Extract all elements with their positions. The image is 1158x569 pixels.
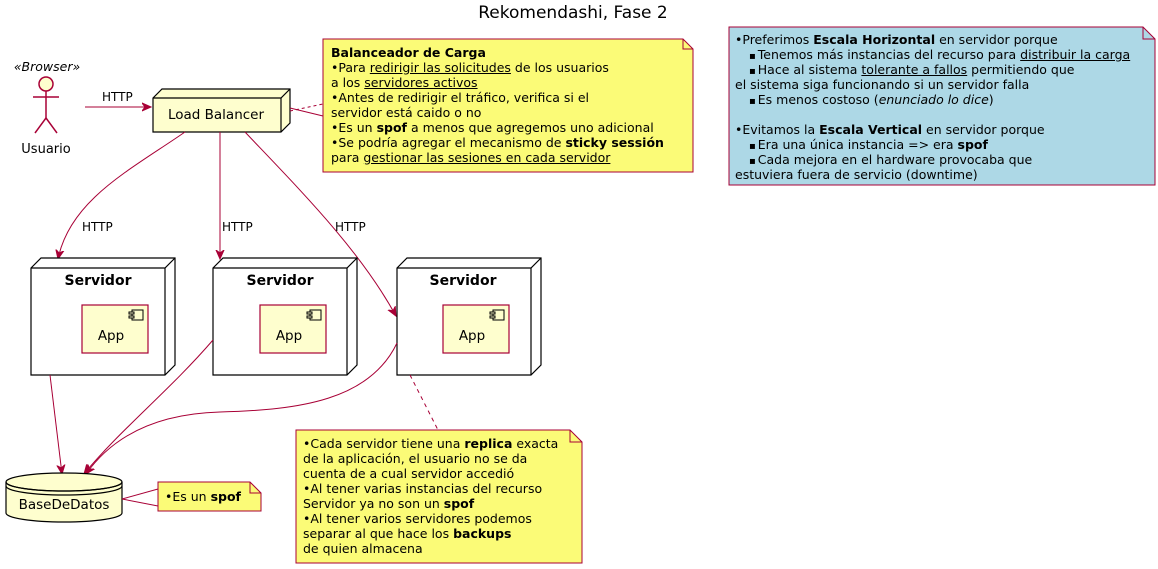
note-text: Es un (172, 489, 211, 504)
diagram-title: Rekomendashi, Fase 2 (478, 3, 667, 23)
note-replica: •Cada servidor tiene una replica exacta … (303, 436, 559, 556)
note-text: cuenta de a cual servidor accedió (303, 466, 515, 481)
note-text: para (331, 150, 364, 165)
note-scaling: •Preferimos Escala Horizontal en servido… (735, 32, 1130, 182)
note-connector-replica (409, 374, 439, 431)
load-balancer-label: Load Balancer (168, 107, 265, 123)
server-label-3: Servidor (430, 273, 497, 289)
note-text: Antes de redirigir el tráfico, verifica … (338, 90, 589, 105)
component-icon (489, 309, 505, 321)
edge-lb-server3 (244, 131, 396, 316)
actor-usuario: «Browser» Usuario (14, 59, 80, 157)
note-text: en servidor porque (935, 32, 1058, 47)
note-connector-lb (289, 103, 324, 112)
note-text: gestionar las sesiones en cada servidor (363, 150, 611, 165)
note-text: Se podría agregar el mecanismo de (338, 135, 566, 150)
note-text: Es menos costoso ( (757, 92, 879, 107)
note-text: Para (338, 60, 370, 75)
note-text: a menos que agregemos uno adicional (407, 120, 654, 135)
edge-label-http-2: HTTP (222, 220, 253, 234)
actor-name: Usuario (21, 142, 70, 157)
note-text: de quien almacena (303, 541, 423, 556)
note-text: permitiendo que (967, 62, 1075, 77)
database-label: BaseDeDatos (19, 497, 110, 513)
note-text: Hace al sistema (757, 62, 862, 77)
note-text: spof (957, 137, 988, 152)
stickman-icon (33, 76, 59, 134)
load-balancer-node: Load Balancer (152, 88, 291, 133)
note-text: Preferimos (742, 32, 814, 47)
note-replica-shape (295, 429, 583, 564)
note-connector-lb-solid (289, 107, 324, 117)
note-connector-db (121, 488, 159, 500)
note-text: servidores activos (364, 75, 478, 90)
note-load-balancer-shape (322, 38, 694, 173)
note-text: exacta (512, 436, 559, 451)
note-text: a los (331, 75, 365, 90)
note-text: redirigir las solicitudes (369, 60, 511, 75)
note-text: enunciado lo dice (878, 92, 989, 107)
note-text: Escala Vertical (819, 122, 923, 137)
component-label-3: App (459, 328, 485, 344)
component-icon (306, 309, 322, 321)
note-text: tolerante a fallos (861, 62, 968, 77)
server-node-3: Servidor App (396, 257, 542, 376)
note-text: Cada servidor tiene una (310, 436, 465, 451)
edge-label-http-3: HTTP (335, 220, 366, 234)
note-text: en servidor porque (922, 122, 1045, 137)
note-text: estuviera fuera de servicio (downtime) (735, 167, 978, 182)
note-text: ) (988, 92, 994, 107)
edge-server2-db (84, 339, 214, 474)
note-text: el sistema siga funcionando si un servid… (735, 77, 1030, 92)
edge-lb-server1 (58, 131, 186, 259)
note-text: servidor está caido o no (331, 105, 482, 120)
server-label-2: Servidor (247, 273, 314, 289)
component-label-1: App (98, 328, 124, 344)
actor-stereotype: «Browser» (14, 59, 80, 74)
edge-label-http-1: HTTP (82, 220, 113, 234)
note-text: de los usuarios (510, 60, 609, 75)
note-database: •Es un spof (165, 489, 241, 504)
edge-server3-db (86, 342, 398, 474)
note-load-balancer: Balanceador de Carga •Para redirigir las… (331, 45, 664, 165)
note-text: separar al que hace los (303, 526, 454, 541)
server-node-1: Servidor App (30, 257, 176, 376)
note-text: Era una única instancia => era (757, 137, 958, 152)
note-database-shape (157, 481, 262, 512)
server-label-1: Servidor (65, 273, 132, 289)
note-text: spof (376, 120, 407, 135)
note-text: spof (443, 496, 475, 511)
note-text: Tenemos más instancias del recurso para (757, 47, 1021, 62)
edge-server1-db (49, 374, 62, 474)
note-text: Servidor ya no son un (303, 496, 444, 511)
note-text: Cada mejora en el hardware provocaba que (757, 152, 1033, 167)
note-lb-title: Balanceador de Carga (331, 45, 486, 60)
note-text: replica (464, 436, 513, 451)
note-text: Es un (338, 120, 377, 135)
note-text: Escala Horizontal (813, 32, 936, 47)
note-text: Al tener varias instancias del recurso (310, 481, 543, 496)
note-text: distribuir la carga (1020, 47, 1131, 62)
database-node: BaseDeDatos (5, 472, 123, 523)
component-icon (128, 309, 144, 321)
note-text: Al tener varios servidores podemos (310, 511, 532, 526)
note-text: sticky sessión (565, 135, 664, 150)
component-label-2: App (276, 328, 302, 344)
edge-label-http-actor: HTTP (102, 90, 133, 104)
note-text: backups (453, 526, 512, 541)
note-connector-db-2 (121, 498, 159, 507)
server-node-2: Servidor App (212, 257, 358, 376)
note-text: de la aplicación, el usuario no se da (303, 451, 528, 466)
note-text: Evitamos la (742, 122, 820, 137)
note-text: spof (210, 489, 241, 504)
